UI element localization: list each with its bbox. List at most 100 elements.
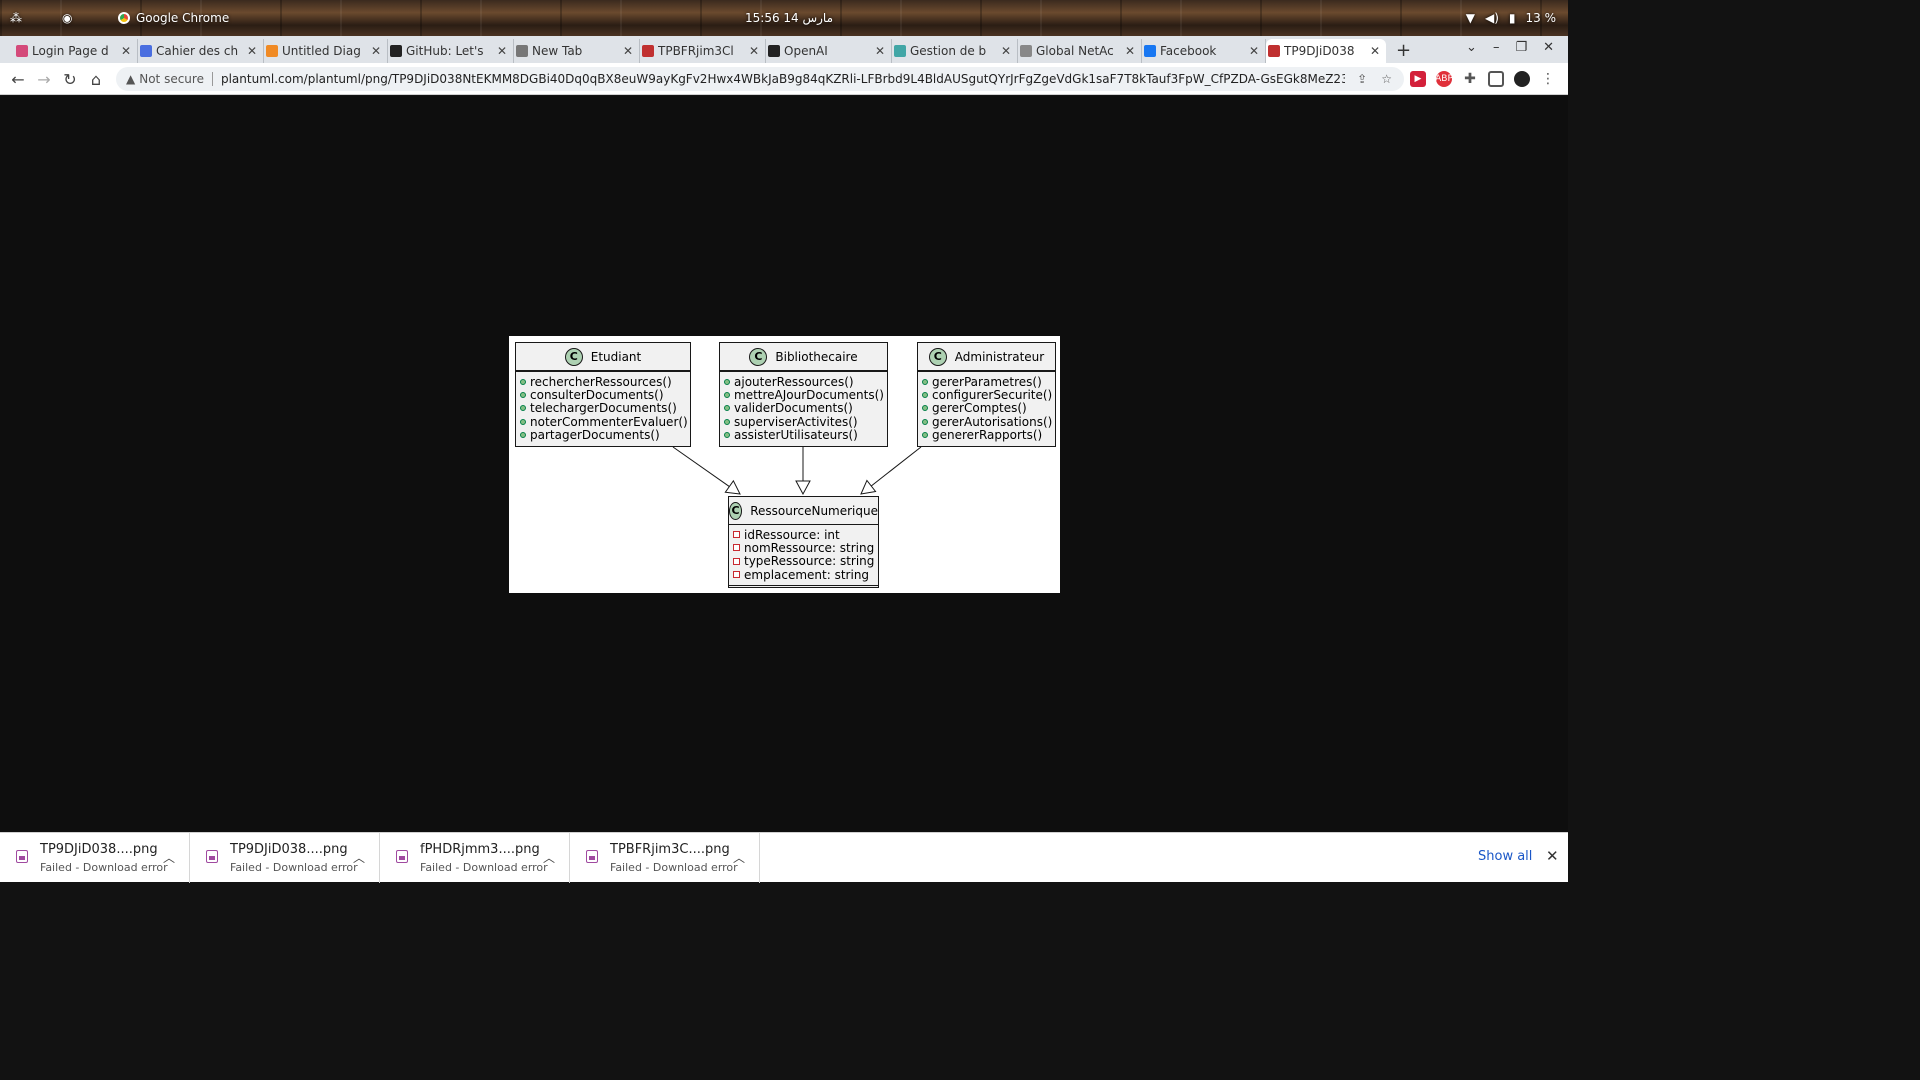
browser-tab[interactable]: Global NetAc ✕ — [1018, 39, 1142, 63]
inheritance-edge-etudiant — [672, 446, 730, 487]
close-tab-icon[interactable]: ✕ — [1369, 44, 1381, 58]
home-button[interactable]: ⌂ — [90, 69, 102, 89]
inheritance-edge-administrateur — [870, 446, 922, 487]
browser-tab[interactable]: TP9DJiD038✕ — [1266, 39, 1386, 63]
close-tab-icon[interactable]: ✕ — [622, 44, 634, 58]
close-tab-icon[interactable]: ✕ — [496, 44, 508, 58]
menu-kebab-icon[interactable]: ⋮ — [1541, 71, 1555, 87]
chevron-up-icon[interactable]: ︿ — [352, 851, 365, 865]
class-method: noterCommenterEvaluer() — [520, 414, 688, 429]
inheritance-arrowhead — [795, 480, 811, 496]
workspace-indicator-icon[interactable]: ◉ — [62, 11, 73, 25]
browser-tab[interactable]: GitHub: Let's ✕ — [388, 39, 514, 63]
os-top-bar: ⁂ ◉ Google Chrome 15:56 14 مارس ▼ ◀) ▮ 1… — [0, 0, 1568, 36]
close-window-button[interactable]: ✕ — [1543, 40, 1554, 55]
class-name: RessourceNumerique — [750, 503, 878, 518]
member-text: consulterDocuments() — [530, 387, 664, 402]
chevron-up-icon[interactable]: ︿ — [542, 851, 555, 865]
class-method: mettreAJourDocuments() — [724, 388, 884, 402]
member-text: assisterUtilisateurs() — [734, 427, 858, 442]
close-tab-icon[interactable]: ✕ — [1124, 44, 1136, 58]
close-tab-icon[interactable]: ✕ — [748, 44, 760, 58]
browser-tab[interactable]: OpenAI✕ — [766, 39, 892, 63]
browser-tab[interactable]: Gestion de b ✕ — [892, 39, 1018, 63]
public-visibility-icon — [922, 391, 928, 398]
class-attribute: idRessource: int — [733, 528, 874, 542]
tab-favicon-icon — [768, 45, 780, 57]
tab-title: Cahier des ch — [156, 44, 239, 58]
member-text: superviserActivites() — [734, 414, 858, 429]
bookmark-star-icon[interactable]: ☆ — [1381, 72, 1392, 86]
member-text: genererRapports() — [932, 427, 1043, 442]
browser-tab[interactable]: Untitled Diag✕ — [264, 39, 388, 63]
class-attribute: nomRessource: string — [733, 541, 874, 555]
maximize-button[interactable]: ❐ — [1515, 40, 1528, 55]
forward-button[interactable]: → — [37, 69, 51, 89]
public-visibility-icon — [724, 431, 730, 438]
security-label[interactable]: Not secure — [139, 72, 204, 86]
extension-red-icon[interactable]: ▶ — [1410, 71, 1426, 87]
browser-toolbar: ← → ↻ ⌂ ▲ Not secure plantuml.com/plantu… — [0, 63, 1568, 95]
class-name: Administrateur — [954, 349, 1045, 364]
private-visibility-icon — [733, 571, 740, 579]
activities-icon[interactable]: ⁂ — [10, 11, 22, 25]
tab-favicon-icon — [642, 45, 654, 57]
close-tab-icon[interactable]: ✕ — [120, 44, 132, 58]
download-filename: TP9DJiD038....png — [40, 842, 158, 857]
close-tab-icon[interactable]: ✕ — [1000, 44, 1012, 58]
reload-button[interactable]: ↻ — [63, 69, 77, 89]
browser-tab[interactable]: Login Page d✕ — [14, 39, 138, 63]
member-text: partagerDocuments() — [530, 427, 660, 442]
close-download-bar-icon[interactable]: ✕ — [1546, 847, 1559, 865]
class-method: configurerSecurite() — [922, 388, 1052, 402]
chevron-up-icon[interactable]: ︿ — [732, 851, 745, 865]
close-tab-icon[interactable]: ✕ — [370, 44, 382, 58]
tab-title: Facebook — [1160, 44, 1217, 58]
close-tab-icon[interactable]: ✕ — [1248, 44, 1260, 58]
browser-tab[interactable]: New Tab✕ — [514, 39, 640, 63]
extensions-puzzle-icon[interactable]: ✚ — [1464, 71, 1476, 87]
warning-icon[interactable]: ▲ — [126, 72, 136, 86]
focused-app-menu[interactable]: Google Chrome — [118, 0, 229, 36]
back-button[interactable]: ← — [11, 69, 25, 89]
system-tray[interactable]: ▼ ◀) ▮ 13 % — [1466, 0, 1556, 36]
browser-tab[interactable]: Cahier des ch ✕ — [138, 39, 264, 63]
side-panel-icon[interactable] — [1488, 71, 1504, 87]
share-icon[interactable]: ⇪ — [1357, 72, 1368, 86]
class-name: Bibliothecaire — [775, 349, 858, 364]
close-tab-icon[interactable]: ✕ — [246, 44, 258, 58]
class-header: C Etudiant — [516, 343, 690, 371]
member-text: noterCommenterEvaluer() — [530, 414, 688, 429]
browser-tab[interactable]: Facebook ✕ — [1142, 39, 1266, 63]
profile-avatar[interactable] — [1514, 71, 1530, 87]
close-tab-icon[interactable]: ✕ — [874, 44, 886, 58]
class-method: gererComptes() — [922, 401, 1051, 415]
tab-search-icon[interactable]: ⌄ — [1466, 40, 1477, 55]
class-attributes — [516, 371, 690, 372]
clock[interactable]: 15:56 14 مارس — [745, 11, 834, 25]
tab-title: GitHub: Let's — [406, 44, 484, 58]
address-bar[interactable]: ▲ Not secure plantuml.com/plantuml/png/T… — [116, 67, 1404, 91]
class-etudiant: C Etudiant rechercherRessources()consult… — [515, 342, 691, 447]
tab-title: Global NetAc — [1036, 44, 1114, 58]
url-text[interactable]: plantuml.com/plantuml/png/TP9DJiD038NtEK… — [220, 72, 1346, 86]
show-all-downloads-link[interactable]: Show all — [1478, 849, 1533, 864]
tab-title: Gestion de b — [910, 44, 987, 58]
adblock-icon[interactable]: ABP — [1435, 71, 1453, 87]
new-tab-button[interactable]: + — [1396, 40, 1412, 61]
minimize-button[interactable]: – — [1492, 40, 1500, 55]
tab-favicon-icon — [1020, 45, 1032, 57]
class-method: superviserActivites() — [724, 414, 883, 429]
browser-tab[interactable]: TPBFRjim3Cl✕ — [640, 39, 766, 63]
public-visibility-icon — [922, 378, 928, 385]
image-file-icon — [16, 850, 28, 863]
chevron-up-icon[interactable]: ︿ — [162, 851, 175, 865]
class-attributes — [918, 371, 1055, 372]
tab-favicon-icon — [16, 45, 28, 57]
